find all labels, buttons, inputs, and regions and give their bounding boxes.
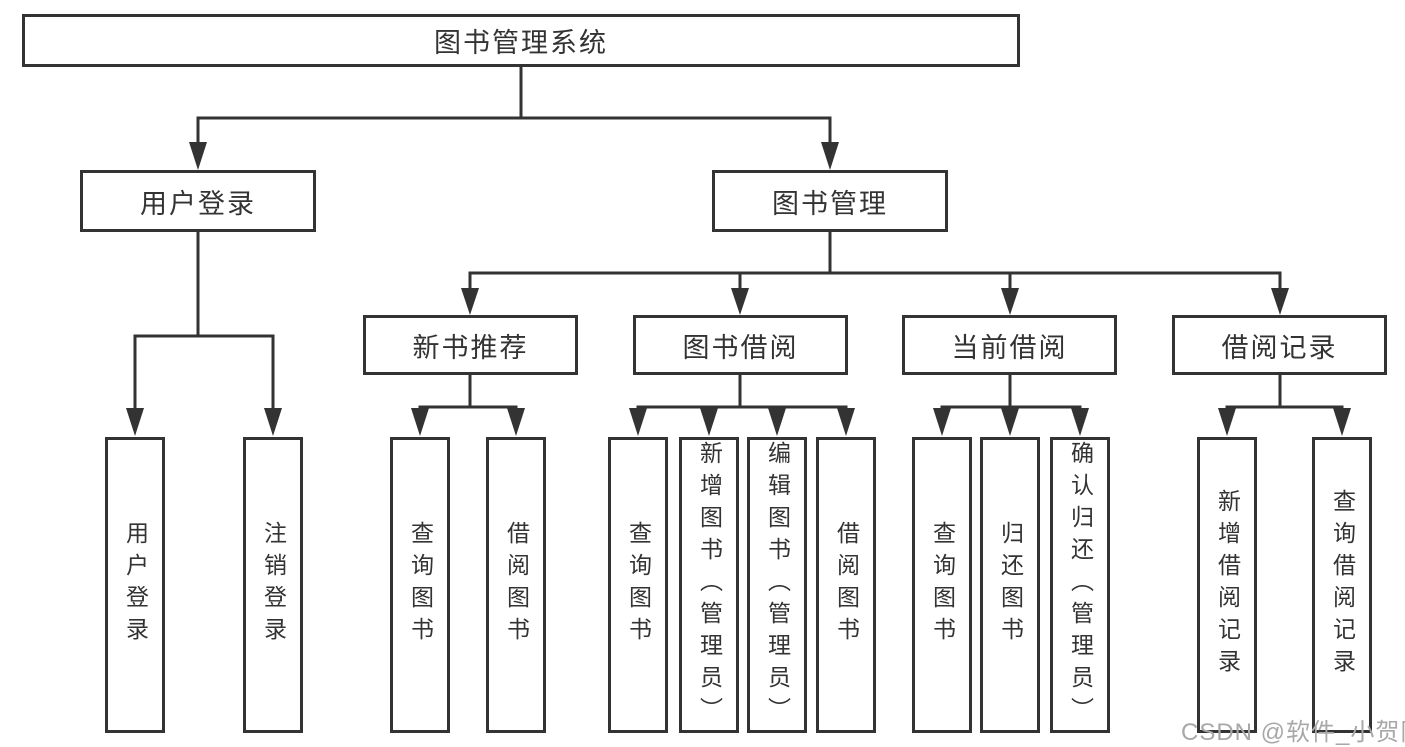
arrow-down-icon	[768, 408, 786, 436]
leaf-edit-book-admin: 编辑图书（管理员）	[747, 437, 807, 733]
arrow-down-icon	[1071, 408, 1089, 436]
leaf-label: 查询图书	[625, 521, 652, 649]
leaf-label: 新增借阅记录	[1214, 489, 1241, 681]
arrow-down-icon	[933, 408, 951, 436]
node-label: 新书推荐	[412, 332, 529, 363]
node-borrow-records: 借阅记录	[1172, 315, 1387, 375]
leaf-user-login: 用户登录	[105, 437, 165, 733]
arrow-down-icon	[1218, 408, 1236, 436]
leaf-return-book: 归还图书	[980, 437, 1040, 733]
leaf-label: 注销登录	[260, 521, 287, 649]
arrow-down-icon	[700, 408, 718, 436]
node-label: 图书借阅	[682, 332, 799, 363]
leaf-query-books-new: 查询图书	[390, 437, 450, 733]
leaf-add-book-admin: 新增图书（管理员）	[679, 437, 739, 733]
arrow-down-icon	[731, 288, 749, 315]
arrow-down-icon	[126, 408, 144, 436]
leaf-borrow-books-new: 借阅图书	[486, 437, 546, 733]
leaf-query-books-borrowing: 查询图书	[608, 437, 668, 733]
leaf-label: 编辑图书（管理员）	[764, 441, 791, 729]
arrow-down-icon	[821, 142, 839, 170]
node-label: 用户登录	[140, 188, 256, 219]
node-book-management: 图书管理	[712, 170, 948, 232]
arrow-down-icon	[837, 408, 855, 436]
connector-current-to-leaves	[933, 374, 1089, 436]
arrow-down-icon	[461, 288, 479, 315]
leaf-label: 查询图书	[407, 521, 434, 649]
connector-user-login-to-leaves	[126, 231, 282, 436]
arrow-down-icon	[1333, 408, 1351, 436]
connector-records-to-leaves	[1218, 374, 1351, 436]
arrow-down-icon	[629, 408, 647, 436]
arrow-down-icon	[264, 408, 282, 436]
arrow-down-icon	[1271, 288, 1289, 315]
leaf-borrow-books: 借阅图书	[816, 437, 876, 733]
leaf-label: 查询图书	[929, 521, 956, 649]
connector-book-mgmt-to-level3	[461, 231, 1289, 315]
leaf-label: 借阅图书	[833, 521, 860, 649]
node-label: 图书管理	[772, 188, 888, 219]
arrow-down-icon	[411, 408, 429, 436]
node-book-borrowing: 图书借阅	[633, 315, 848, 375]
node-label: 图书管理系统	[434, 28, 608, 58]
arrow-down-icon	[189, 142, 207, 170]
node-user-login: 用户登录	[80, 170, 316, 232]
leaf-query-borrow-record: 查询借阅记录	[1312, 437, 1372, 733]
leaf-label: 查询借阅记录	[1329, 489, 1356, 681]
watermark: CSDN @软件_小贺同学	[1181, 719, 1405, 746]
leaf-label: 用户登录	[122, 521, 149, 649]
node-current-borrowing: 当前借阅	[902, 315, 1117, 375]
leaf-label: 新增图书（管理员）	[696, 441, 723, 729]
leaf-label: 借阅图书	[503, 521, 530, 649]
leaf-query-books-current: 查询图书	[912, 437, 972, 733]
node-label: 当前借阅	[951, 332, 1068, 363]
leaf-add-borrow-record: 新增借阅记录	[1197, 437, 1257, 733]
leaf-confirm-return-admin: 确认归还（管理员）	[1050, 437, 1110, 733]
node-label: 借阅记录	[1221, 332, 1338, 363]
arrow-down-icon	[507, 408, 525, 436]
arrow-down-icon	[1001, 408, 1019, 436]
node-root: 图书管理系统	[22, 14, 1020, 67]
leaf-label: 确认归还（管理员）	[1067, 441, 1094, 729]
node-new-books: 新书推荐	[363, 315, 578, 375]
connector-new-books-to-leaves	[411, 374, 525, 436]
connector-root-to-level2	[189, 67, 839, 170]
connector-borrowing-to-leaves	[629, 374, 855, 436]
arrow-down-icon	[1001, 288, 1019, 315]
leaf-label: 归还图书	[997, 521, 1024, 649]
leaf-logout: 注销登录	[243, 437, 303, 733]
